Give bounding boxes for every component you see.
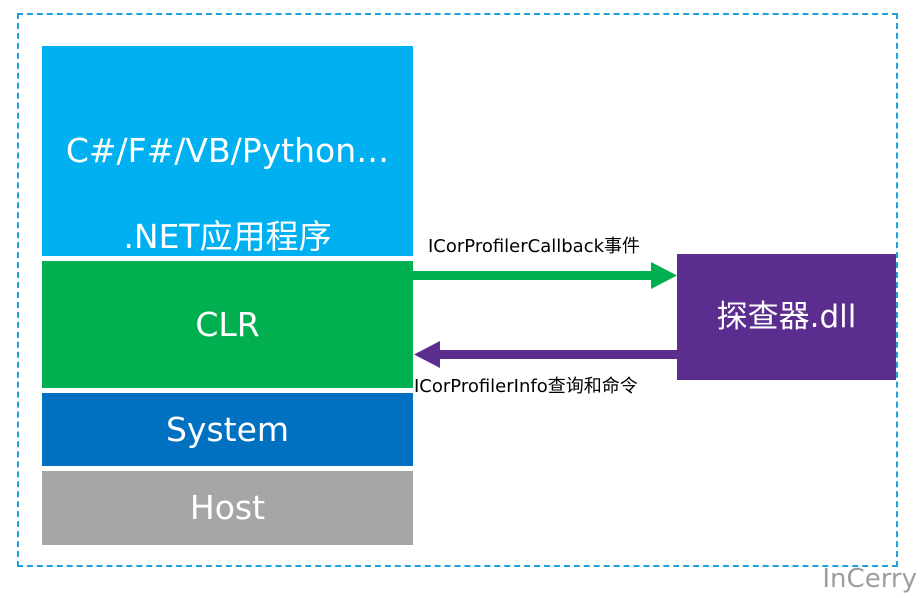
system-block: System bbox=[42, 393, 413, 466]
system-label: System bbox=[165, 409, 290, 449]
info-arrow bbox=[414, 341, 677, 368]
diagram-frame bbox=[17, 13, 898, 567]
profiler-dll-block: 探查器.dll bbox=[677, 254, 896, 380]
watermark: InCerry bbox=[822, 564, 917, 594]
callback-arrow bbox=[413, 262, 677, 289]
clr-label: CLR bbox=[195, 304, 260, 344]
languages-label: C#/F#/VB/Python… bbox=[65, 131, 390, 170]
clr-block: CLR bbox=[42, 261, 413, 388]
dotnet-app-label: .NET应用程序 bbox=[123, 217, 332, 256]
host-label: Host bbox=[189, 488, 266, 527]
callback-arrow-label: ICorProfilerCallback事件 bbox=[428, 236, 641, 257]
host-block: Host bbox=[42, 471, 413, 545]
info-arrow-label: ICorProfilerInfo查询和命令 bbox=[414, 376, 638, 397]
dotnet-app-block: C#/F#/VB/Python… .NET应用程序 bbox=[42, 46, 413, 256]
profiler-dll-label: 探查器.dll bbox=[716, 299, 857, 335]
